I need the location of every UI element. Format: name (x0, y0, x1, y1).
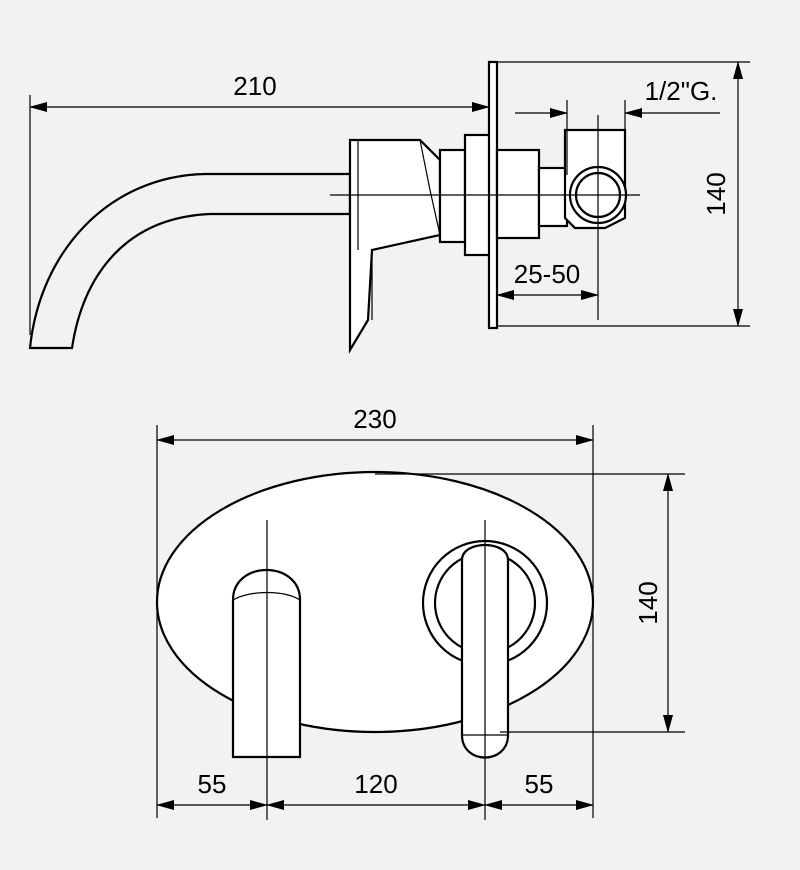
spout (28, 172, 352, 350)
collar (438, 148, 467, 244)
dim-label-120: 120 (354, 769, 397, 799)
valve-neck (537, 166, 569, 228)
side-view: 210 1/2"G. 25-50 140 (28, 60, 750, 354)
front-view: 230 140 55 120 55 (155, 404, 685, 820)
dim-label-230: 230 (353, 404, 396, 434)
dim-label-thread: 1/2"G. (645, 76, 718, 106)
dim-label-55-left: 55 (198, 769, 227, 799)
handle-inner-line (419, 139, 441, 236)
valve-body (495, 148, 541, 240)
dim-label-140-side: 140 (701, 172, 731, 215)
dim-label-140-front: 140 (633, 581, 663, 624)
dim-label-210: 210 (233, 71, 276, 101)
dim-label-25-50: 25-50 (514, 259, 581, 289)
dim-label-55-right: 55 (525, 769, 554, 799)
